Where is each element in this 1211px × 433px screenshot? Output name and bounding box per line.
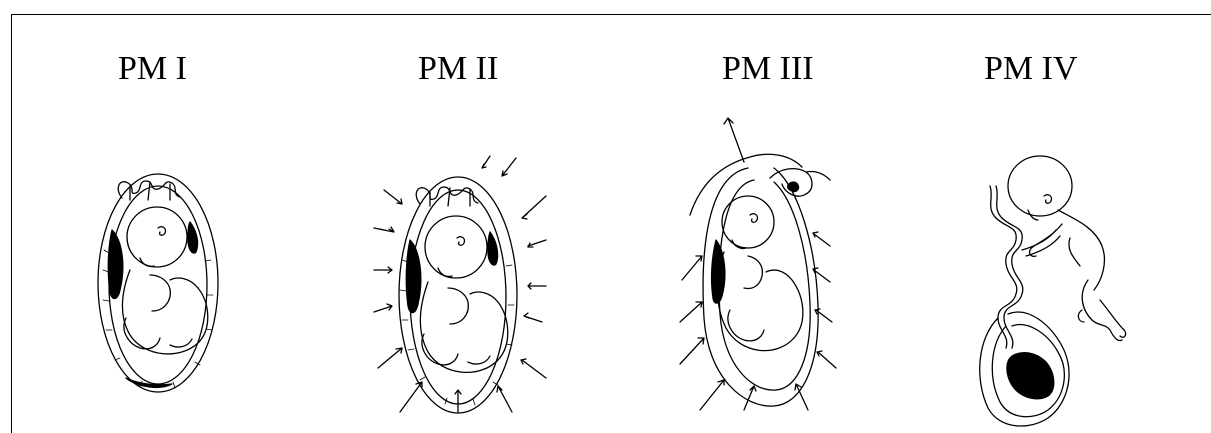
empty-sac <box>980 312 1069 426</box>
cord-strand <box>990 186 1060 348</box>
fetus-curled <box>108 207 208 387</box>
stage-pm3-illustration <box>680 118 836 410</box>
stage-pm4-illustration <box>980 156 1126 426</box>
stage-pm2-illustration <box>374 156 546 413</box>
fetus-curled <box>406 216 508 372</box>
cord-tubes <box>118 181 180 200</box>
stage-pm1-illustration <box>98 174 218 392</box>
